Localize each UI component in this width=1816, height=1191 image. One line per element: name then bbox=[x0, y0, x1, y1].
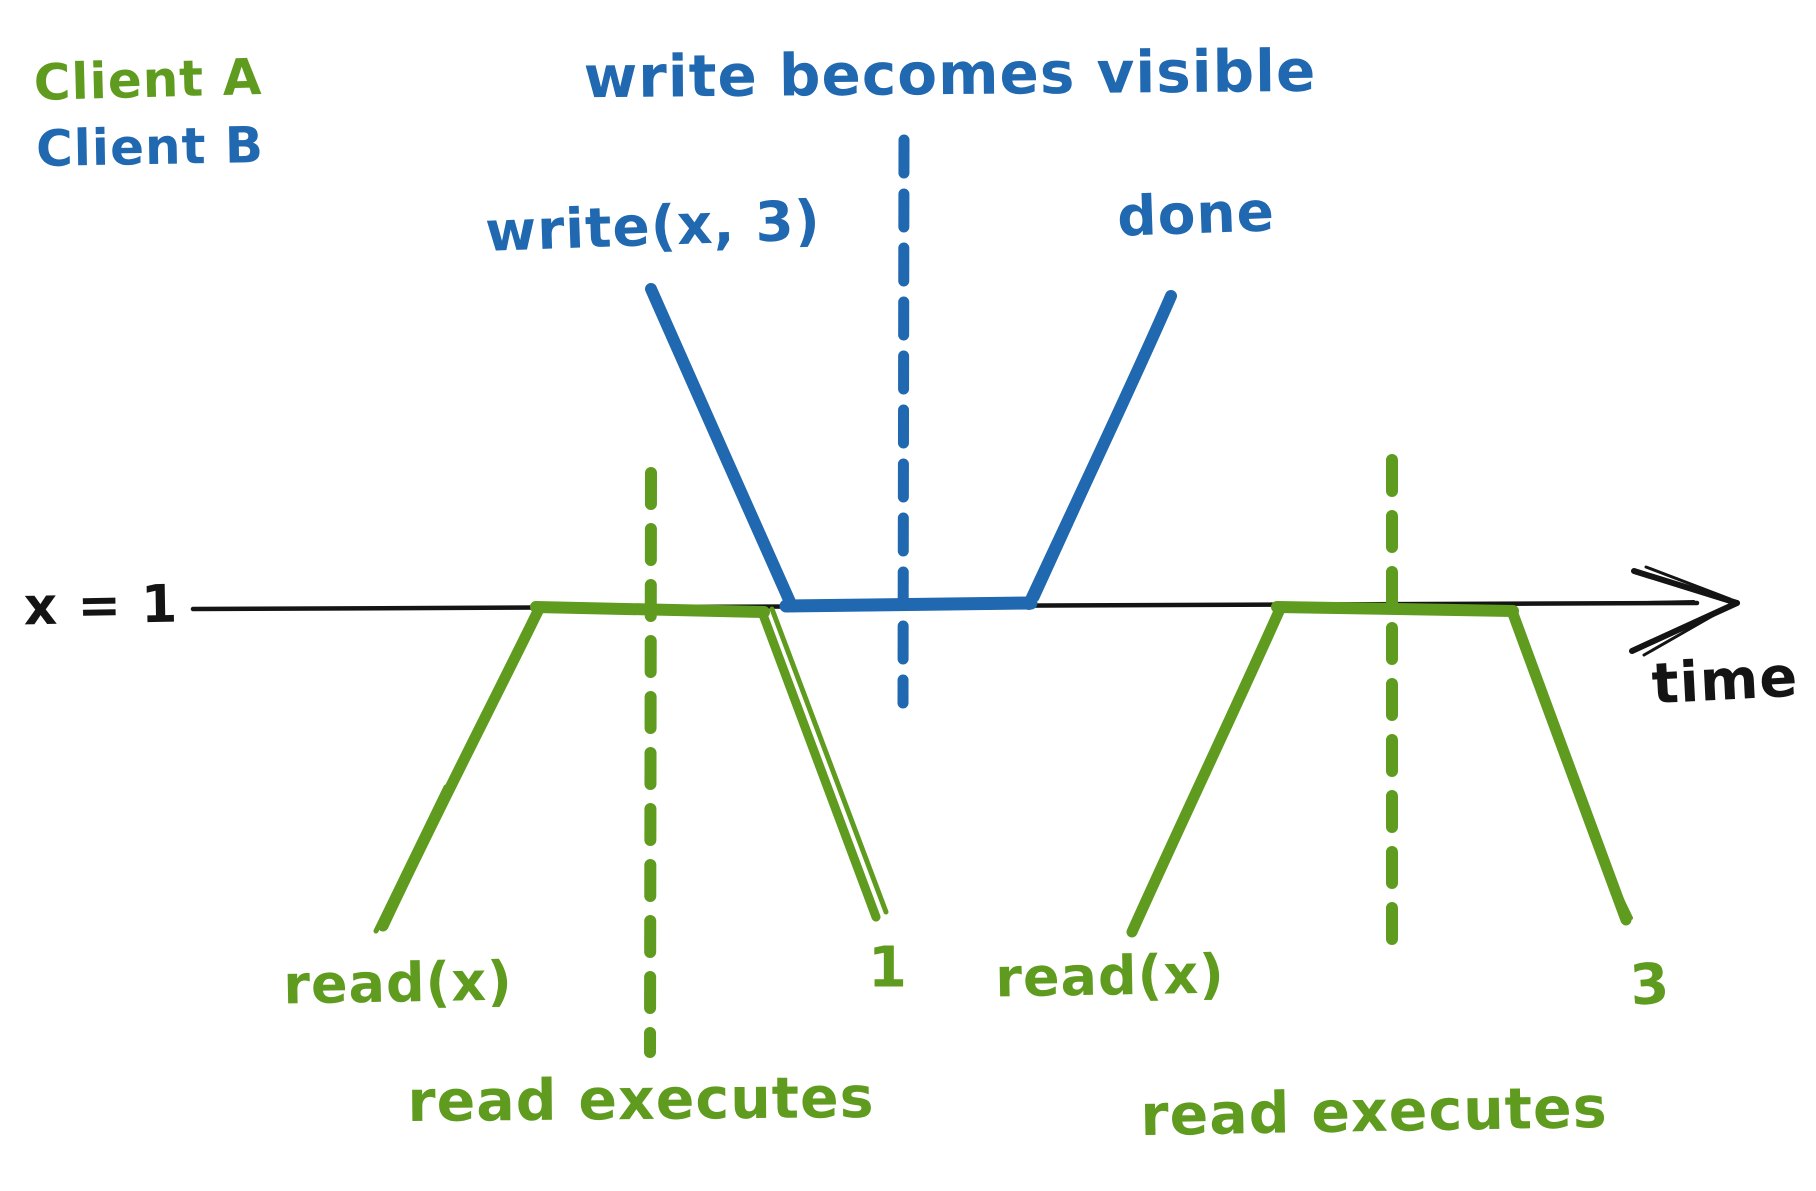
read1-op-shape bbox=[373, 601, 889, 934]
read1-executes-annotation: read executes bbox=[407, 1064, 875, 1136]
legend-client-a-label: Client A bbox=[33, 48, 263, 112]
write-done-label: done bbox=[1116, 179, 1276, 249]
axis-value-label: x = 1 bbox=[23, 574, 179, 638]
write-visible-dashed-line bbox=[897, 134, 910, 709]
time-axis-arrow-icon bbox=[1629, 565, 1740, 657]
legend-client-b-label: Client B bbox=[35, 116, 265, 178]
read1-call-label: read(x) bbox=[282, 949, 514, 1017]
write-op-shape bbox=[645, 283, 1177, 613]
read2-op-shape bbox=[1126, 601, 1633, 938]
read2-call-label: read(x) bbox=[994, 942, 1226, 1010]
read2-result-value: 3 bbox=[1627, 951, 1673, 1019]
time-axis-label: time bbox=[1650, 644, 1800, 718]
read1-executes-dashed-line bbox=[644, 467, 657, 1058]
write-visible-annotation: write becomes visible bbox=[583, 36, 1317, 112]
read1-result-value: 1 bbox=[868, 935, 908, 1001]
read2-executes-annotation: read executes bbox=[1139, 1074, 1609, 1150]
write-call-label: write(x, 3) bbox=[484, 188, 822, 264]
